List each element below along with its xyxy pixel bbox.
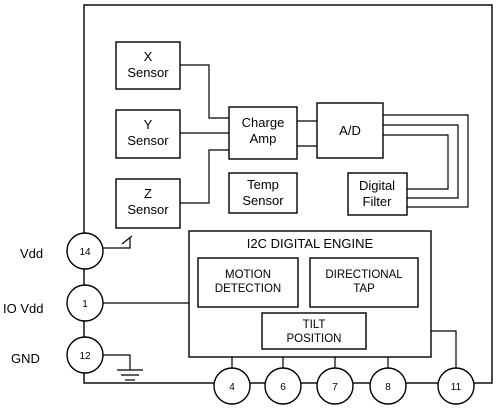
pin-8: 8 bbox=[369, 367, 407, 405]
pin-gnd-label: GND bbox=[11, 351, 40, 366]
pin-7: 7 bbox=[316, 367, 354, 405]
connection-wires bbox=[103, 64, 469, 381]
x-sensor-block: X Sensor bbox=[115, 41, 181, 90]
motion-detection-line-2: DETECTION bbox=[215, 283, 281, 295]
i2c-engine-title: I2C DIGITAL ENGINE bbox=[247, 236, 374, 251]
y-sensor-block: Y Sensor bbox=[115, 109, 181, 159]
pin-vdd-number: 14 bbox=[79, 247, 91, 258]
motion-detection-line-1: MOTION bbox=[225, 269, 271, 281]
pin-6-number: 6 bbox=[280, 382, 286, 393]
digital-filter-line-1: Digital bbox=[359, 178, 395, 193]
z-sensor-block: Z Sensor bbox=[115, 178, 181, 229]
pin-io-vdd-number: 1 bbox=[82, 299, 88, 310]
x-sensor-line-2: Sensor bbox=[127, 65, 169, 80]
pin-vdd-label: Vdd bbox=[20, 246, 43, 261]
pin-gnd-number: 12 bbox=[79, 351, 91, 362]
pin-io-vdd-label: IO Vdd bbox=[3, 301, 43, 316]
directional-tap-block: DIRECTIONAL TAP bbox=[309, 257, 419, 308]
pin-11-number: 11 bbox=[451, 382, 462, 393]
digital-filter-line-2: Filter bbox=[363, 194, 393, 209]
pin-6: 6 bbox=[264, 367, 302, 405]
temp-sensor-line-2: Sensor bbox=[242, 193, 284, 208]
temp-sensor-line-1: Temp bbox=[247, 177, 279, 192]
z-sensor-line-1: Z bbox=[144, 186, 152, 201]
y-sensor-line-2: Sensor bbox=[127, 133, 169, 148]
pin-gnd: 12 GND bbox=[11, 336, 104, 374]
tilt-position-line-2: POSITION bbox=[287, 333, 342, 345]
z-sensor-line-2: Sensor bbox=[127, 202, 169, 217]
pin-7-number: 7 bbox=[332, 382, 338, 393]
charge-amp-line-2: Amp bbox=[250, 131, 277, 146]
digital-filter-block: Digital Filter bbox=[347, 172, 408, 216]
pin-4-number: 4 bbox=[229, 382, 235, 393]
pin-4: 4 bbox=[213, 367, 251, 405]
motion-detection-block: MOTION DETECTION bbox=[197, 257, 299, 308]
tilt-position-block: TILT POSITION bbox=[261, 312, 367, 350]
directional-tap-line-2: TAP bbox=[353, 283, 375, 295]
ad-converter-block: A/D bbox=[316, 102, 384, 159]
charge-amp-block: Charge Amp bbox=[228, 106, 298, 160]
directional-tap-line-1: DIRECTIONAL bbox=[325, 269, 403, 281]
charge-amp-line-1: Charge bbox=[242, 115, 285, 130]
tilt-position-line-1: TILT bbox=[303, 319, 326, 331]
pin-vdd: 14 Vdd bbox=[20, 232, 104, 270]
pin-11: 11 bbox=[437, 367, 475, 405]
temp-sensor-block: Temp Sensor bbox=[228, 172, 298, 214]
pin-8-number: 8 bbox=[385, 382, 391, 393]
pin-io-vdd: 1 IO Vdd bbox=[3, 284, 104, 322]
x-sensor-line-1: X bbox=[144, 49, 153, 64]
y-sensor-line-1: Y bbox=[144, 117, 153, 132]
ad-converter-label: A/D bbox=[339, 123, 361, 138]
